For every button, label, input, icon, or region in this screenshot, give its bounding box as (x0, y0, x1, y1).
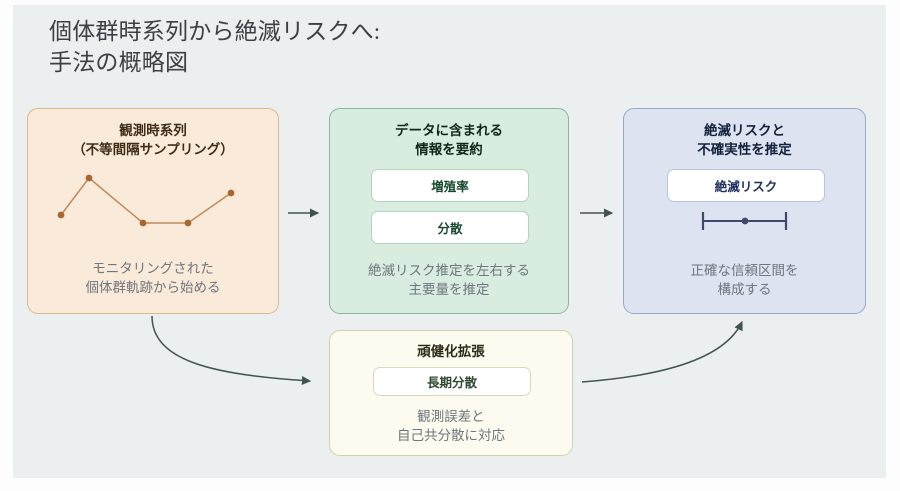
node-extinction-risk[interactable]: 絶滅リスクと 不確実性を推定 絶滅リスク 正確な信頼区間を 構成する (623, 108, 866, 314)
node-extinction-risk-caption: 正確な信頼区間を 構成する (690, 263, 799, 297)
node-summarize-information[interactable]: データに含まれる 情報を要約 増殖率 分散 絶滅リスク推定を左右する 主要量を推… (329, 108, 569, 314)
node-robust-extension[interactable]: 頑健化拡張 長期分散 観測誤差と 自己共分散に対応 (329, 330, 573, 456)
node-extinction-risk-title: 絶滅リスクと 不確実性を推定 (697, 123, 792, 157)
page-title: 個体群時系列から絶滅リスクへ: 手法の概略図 (49, 19, 381, 75)
node-observed-time-series-title: 観測時系列 （不等間隔サンプリング） (72, 123, 234, 157)
node-robust-extension-title: 頑健化拡張 (417, 344, 485, 359)
pill-growth-rate[interactable]: 増殖率 (371, 169, 529, 202)
node-observed-time-series-caption: モニタリングされた 個体群軌跡から始める (85, 261, 221, 295)
node-observed-time-series[interactable]: 観測時系列 （不等間隔サンプリング） モニタリングされた 個体群軌跡から始める (27, 108, 279, 314)
pill-long-run-variance[interactable]: 長期分散 (373, 367, 531, 396)
pill-variance[interactable]: 分散 (371, 211, 529, 244)
pill-extinction-risk[interactable]: 絶滅リスク (667, 169, 825, 202)
node-robust-extension-caption: 観測誤差と 自己共分散に対応 (397, 409, 505, 443)
node-summarize-information-caption: 絶滅リスク推定を左右する 主要量を推定 (368, 263, 530, 297)
node-summarize-information-title: データに含まれる 情報を要約 (395, 123, 503, 157)
